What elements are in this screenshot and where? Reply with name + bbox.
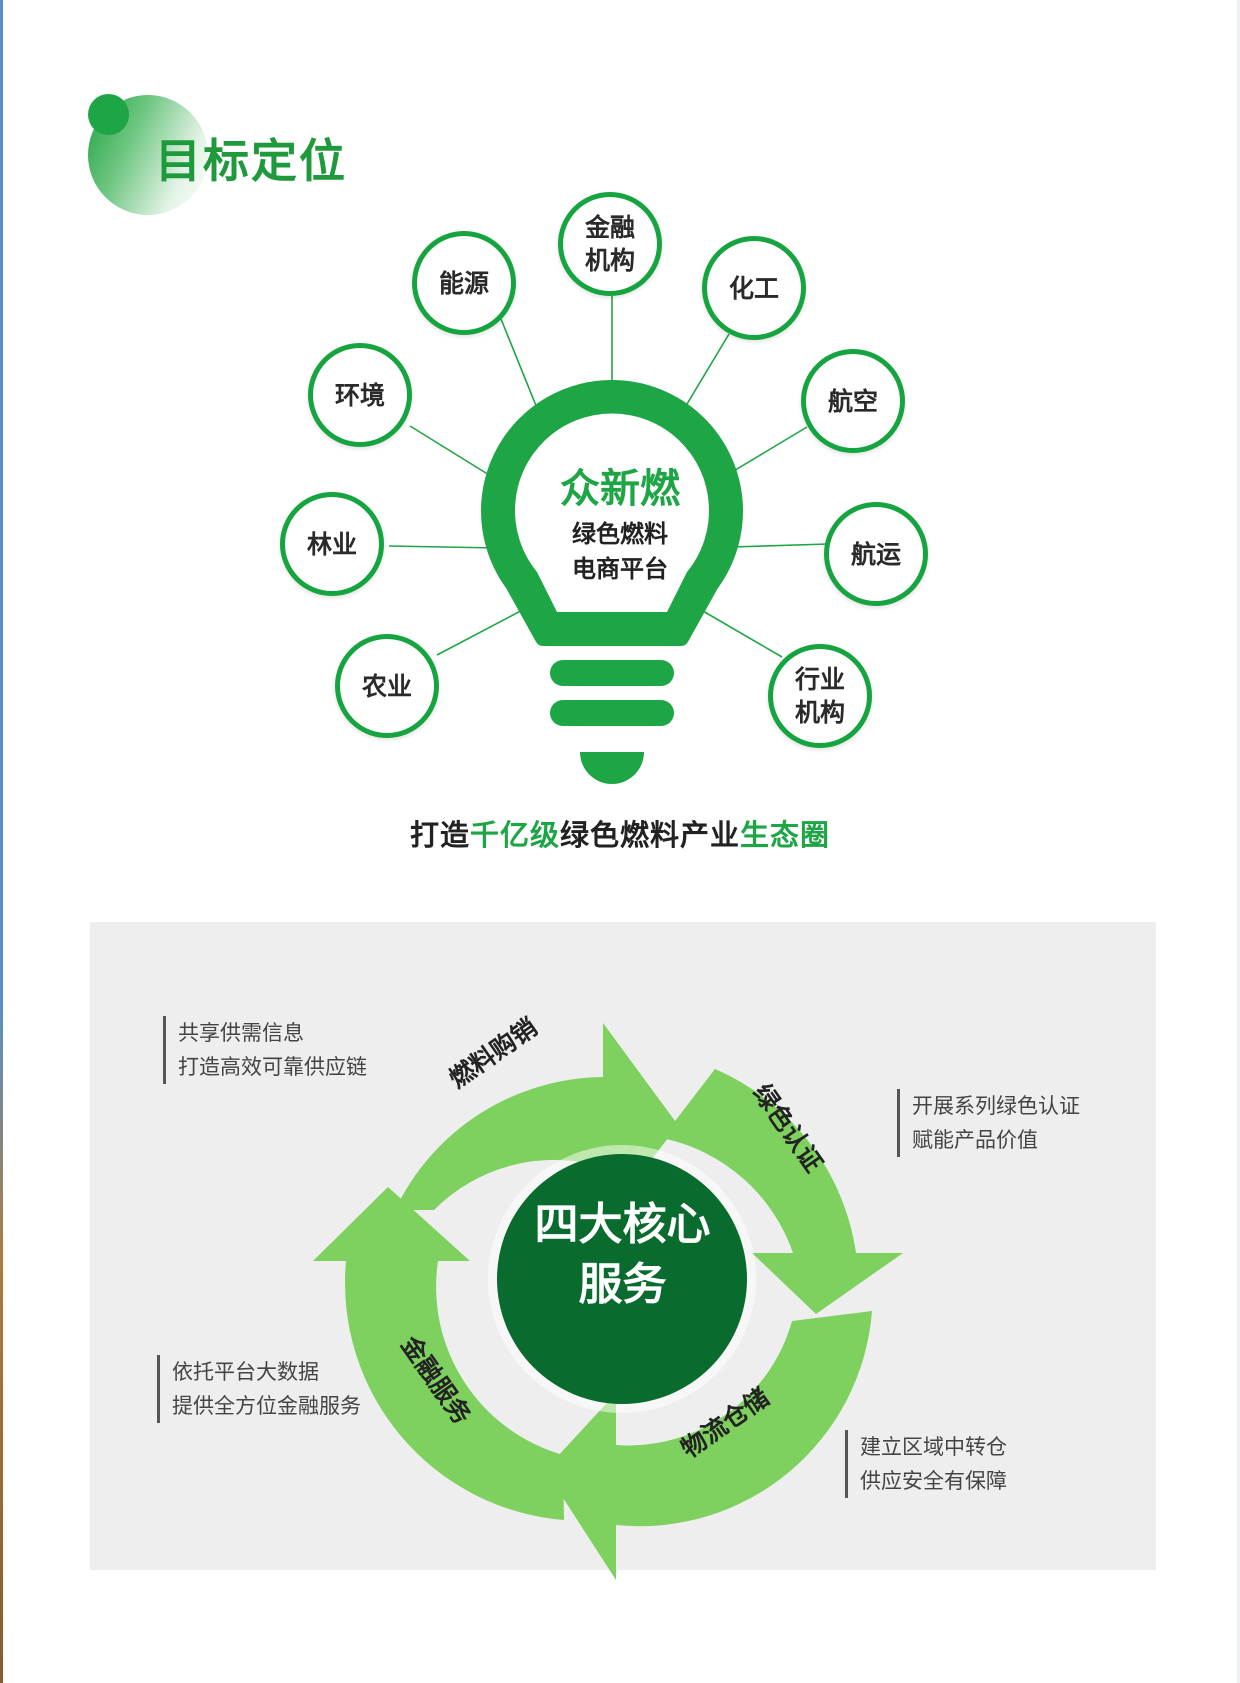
node-chemical: 化工 — [702, 236, 806, 340]
node-shipping: 航运 — [824, 502, 928, 606]
node-finance-institution: 金融 机构 — [558, 192, 662, 296]
connector-line — [686, 333, 730, 405]
node-forestry: 林业 — [280, 492, 384, 596]
connector-lines — [388, 296, 829, 658]
right-edge-strip — [1237, 0, 1240, 1683]
bulb-tip — [580, 752, 644, 784]
connector-line — [409, 425, 495, 479]
slogan: 打造千亿级绿色燃料产业生态圈 — [409, 818, 831, 852]
bulb-shape — [481, 380, 743, 784]
connector-line — [388, 545, 499, 549]
cycle-arrows — [313, 1023, 903, 1580]
connector-line — [731, 543, 829, 548]
note-fuel-trading: 共享供需信息 打造高效可靠供应链 — [163, 1016, 367, 1084]
note-logistics: 建立区域中转仓 供应安全有保障 — [845, 1430, 1007, 1498]
bulb-base-ring — [550, 700, 674, 726]
arc-label-fuel-trading: 燃料购销 — [444, 1012, 543, 1093]
bulb-diagram — [388, 296, 829, 784]
note-green-cert: 开展系列绿色认证 赋能产品价值 — [897, 1089, 1080, 1157]
connector-line — [500, 318, 538, 409]
node-agriculture: 农业 — [335, 634, 439, 738]
bulb-subtitle: 绿色燃料 电商平台 — [572, 520, 668, 583]
node-aviation: 航空 — [801, 349, 905, 453]
arrow-logistics — [545, 1311, 872, 1580]
arrow-green-cert — [662, 1069, 903, 1314]
connector-line — [731, 426, 808, 473]
connector-line — [436, 604, 533, 656]
node-environment: 环境 — [308, 343, 412, 447]
bulb-brand-name: 众新燃 — [560, 466, 680, 512]
node-industry-institution: 行业 机构 — [768, 644, 872, 748]
core-circle — [497, 1154, 747, 1404]
left-edge-strip — [0, 0, 3, 1683]
note-finance: 依托平台大数据 提供全方位金融服务 — [157, 1355, 361, 1423]
section-title: 目标定位 — [155, 134, 347, 188]
node-energy: 能源 — [412, 231, 516, 335]
arrow-finance — [313, 1187, 564, 1520]
header-dot — [88, 94, 129, 135]
connector-line — [695, 606, 783, 658]
core-services-label: 四大核心 服务 — [534, 1199, 711, 1310]
bulb-base-ring — [550, 660, 674, 686]
